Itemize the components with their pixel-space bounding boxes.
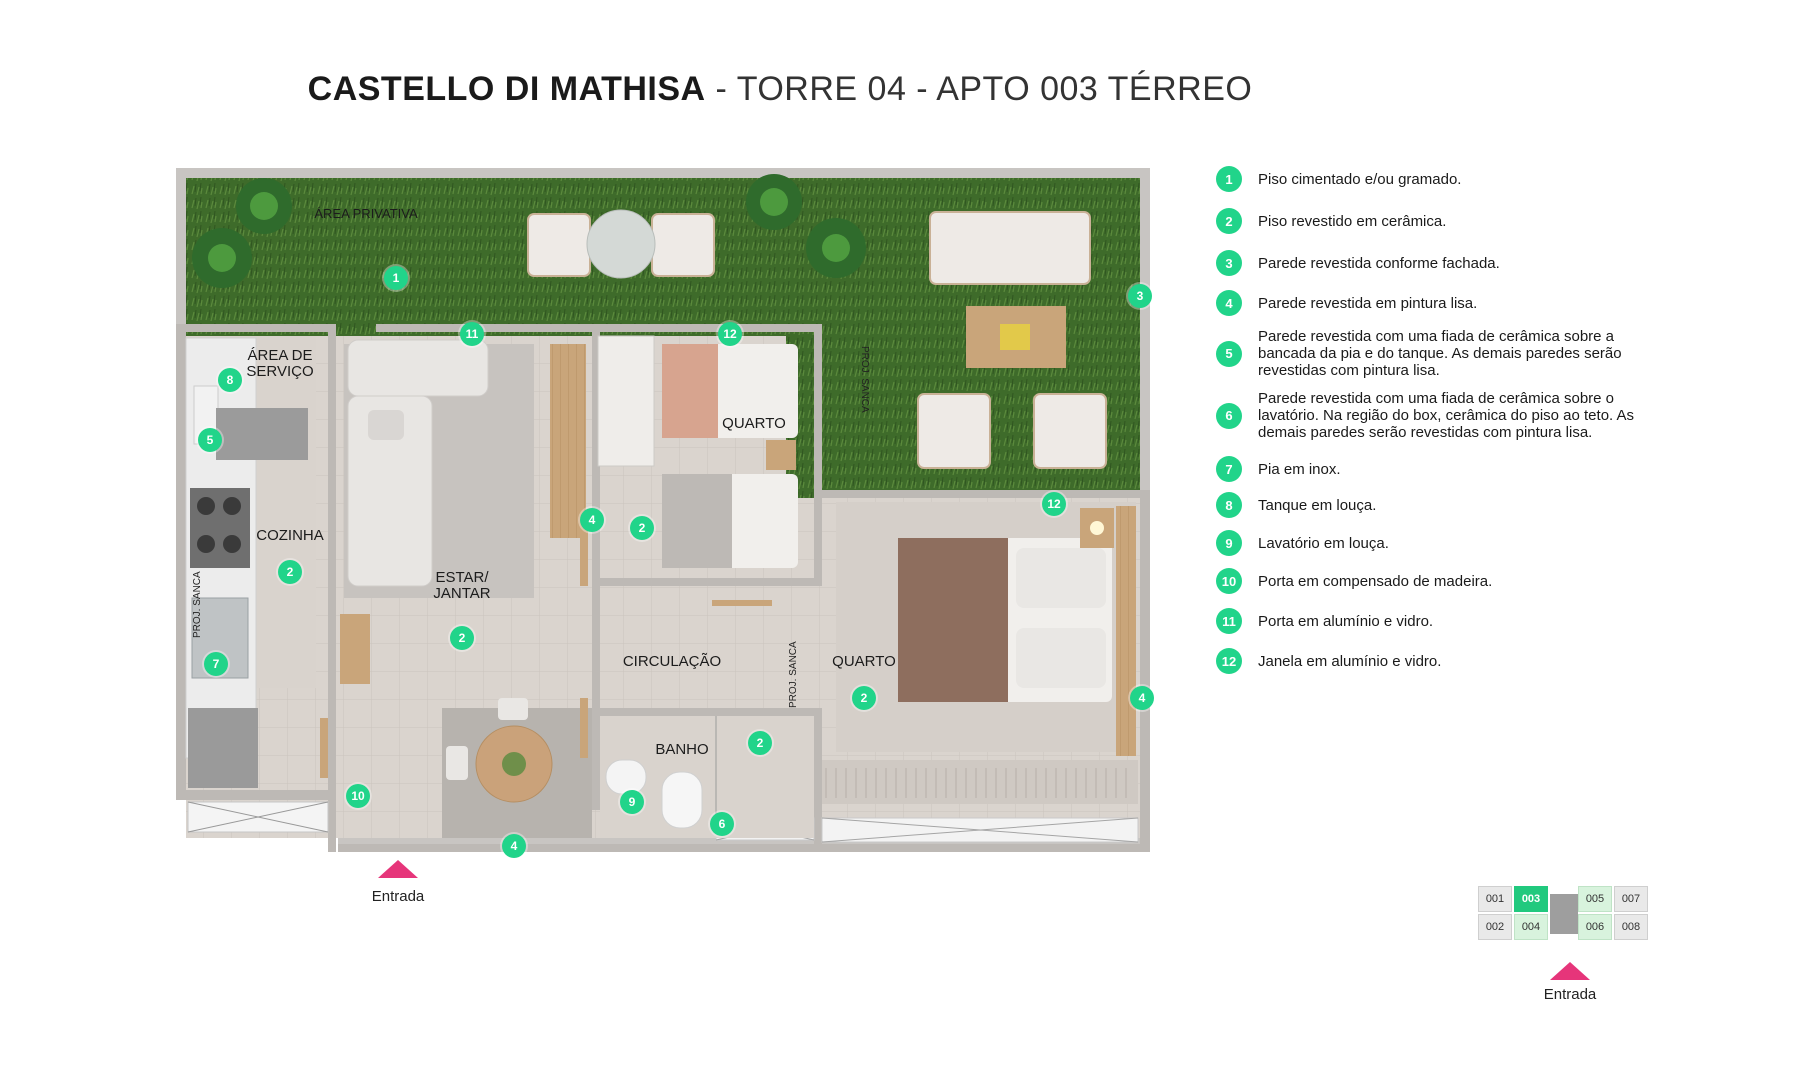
legend-item: 12 Janela em alumínio e vidro. [1216, 648, 1656, 674]
proj-sanca-label-1: PROJ. SANCA [859, 346, 870, 413]
badge-9: 9 [620, 790, 644, 814]
badge-3: 3 [1128, 284, 1152, 308]
badge-2-circ: 2 [630, 516, 654, 540]
legend-number: 8 [1216, 492, 1242, 518]
room-label-circulacao: CIRCULAÇÃO [622, 653, 722, 670]
legend-number: 6 [1216, 402, 1242, 429]
badge-12-right: 12 [1042, 492, 1066, 516]
unit-002: 002 [1478, 914, 1512, 940]
legend-text: Piso cimentado e/ou gramado. [1258, 170, 1462, 188]
badge-12-top: 12 [718, 322, 742, 346]
legend-item: 6 Parede revestida com uma fiada de cerâm… [1216, 390, 1656, 441]
legend-number: 12 [1216, 648, 1242, 674]
badge-1: 1 [384, 266, 408, 290]
legend-number: 4 [1216, 290, 1242, 316]
legend-number: 1 [1216, 166, 1242, 192]
legend-text: Parede revestida com uma fiada de cerâmi… [1258, 390, 1635, 441]
badge-8: 8 [218, 368, 242, 392]
legend-item: 8 Tanque em louça. [1216, 492, 1656, 518]
core-block [1550, 894, 1578, 934]
legend-number: 2 [1216, 208, 1242, 234]
room-label-area-servico: ÁREA DE SERVIÇO [246, 347, 314, 380]
room-label-cozinha: COZINHA [256, 527, 324, 544]
badge-2-estar: 2 [450, 626, 474, 650]
unit-005: 005 [1578, 886, 1612, 912]
title-project: CASTELLO DI MATHISA [307, 70, 706, 108]
badge-2-cozinha: 2 [278, 560, 302, 584]
legend-item: 1 Piso cimentado e/ou gramado. [1216, 166, 1656, 192]
legend-text: Parede revestida em pintura lisa. [1258, 294, 1478, 312]
room-label-quarto-2: QUARTO [832, 653, 896, 670]
entrance-arrow-icon [378, 860, 418, 878]
keymap-entrance-arrow-icon [1550, 962, 1590, 980]
legend-item: 11 Porta em alumínio e vidro. [1216, 608, 1656, 634]
room-label-quarto-1: QUARTO [722, 415, 786, 432]
entrance-label: Entrada [371, 888, 425, 905]
legend-text: Porta em alumínio e vidro. [1258, 612, 1434, 630]
legend-item: 4 Parede revestida em pintura lisa. [1216, 290, 1656, 316]
proj-sanca-label-3: PROJ. SANCA [788, 641, 799, 708]
legend-number: 9 [1216, 530, 1242, 556]
legend-number: 3 [1216, 250, 1242, 276]
badge-4-right: 4 [1130, 686, 1154, 710]
unit-007: 007 [1614, 886, 1648, 912]
legend-text: Piso revestido em cerâmica. [1258, 212, 1447, 230]
floor-plan-drawing [176, 168, 1150, 852]
badge-7: 7 [204, 652, 228, 676]
room-label-area-privativa: ÁREA PRIVATIVA [314, 206, 418, 221]
unit-003: 003 [1514, 886, 1548, 912]
badge-11: 11 [460, 322, 484, 346]
legend-item: 9 Lavatório em louça. [1216, 530, 1656, 556]
legend-text: Porta em compensado de madeira. [1258, 572, 1493, 590]
legend-item: 7 Pia em inox. [1216, 456, 1656, 482]
room-label-banho: BANHO [655, 741, 709, 758]
badge-2-banho: 2 [748, 731, 772, 755]
legend-number: 7 [1216, 456, 1242, 482]
legend-text: Tanque em louça. [1258, 496, 1377, 514]
keymap-entrance-label: Entrada [1543, 986, 1597, 1003]
legend-item: 2 Piso revestido em cerâmica. [1216, 208, 1656, 234]
unit-006: 006 [1578, 914, 1612, 940]
tower-key-map: 001 003 005 007 002 004 006 008 [1478, 886, 1658, 952]
legend-text: Lavatório em louça. [1258, 534, 1389, 552]
floor-plan: ÁREA PRIVATIVA ÁREA DE SERVIÇO COZINHA E… [176, 168, 1154, 905]
badge-4-bottom: 4 [502, 834, 526, 858]
legend-item: 10 Porta em compensado de madeira. [1216, 568, 1656, 594]
badge-2-quarto: 2 [852, 686, 876, 710]
legend-text: Pia em inox. [1258, 460, 1341, 478]
room-label-estar-jantar: ESTAR/ JANTAR [433, 569, 491, 602]
proj-sanca-label-2: PROJ. SANCA [192, 571, 203, 638]
legend-text: Parede revestida com uma fiada de cerâmi… [1258, 328, 1622, 379]
legend-text: Janela em alumínio e vidro. [1258, 652, 1442, 670]
title-unit: - TORRE 04 - APTO 003 TÉRREO [705, 70, 1253, 108]
unit-008: 008 [1614, 914, 1648, 940]
badge-10: 10 [346, 784, 370, 808]
legend-item: 3 Parede revestida conforme fachada. [1216, 250, 1656, 276]
legend-number: 10 [1216, 568, 1242, 594]
legend-number: 11 [1216, 608, 1242, 634]
legend-text: Parede revestida conforme fachada. [1258, 254, 1500, 272]
badge-4-circ: 4 [580, 508, 604, 532]
legend-item: 5 Parede revestida com uma fiada de cerâm… [1216, 328, 1656, 379]
unit-004: 004 [1514, 914, 1548, 940]
legend-number: 5 [1216, 340, 1242, 367]
badge-5: 5 [198, 428, 222, 452]
page-title: CASTELLO DI MATHISA - TORRE 04 - APTO 00… [0, 70, 1560, 109]
unit-001: 001 [1478, 886, 1512, 912]
badge-6: 6 [710, 812, 734, 836]
